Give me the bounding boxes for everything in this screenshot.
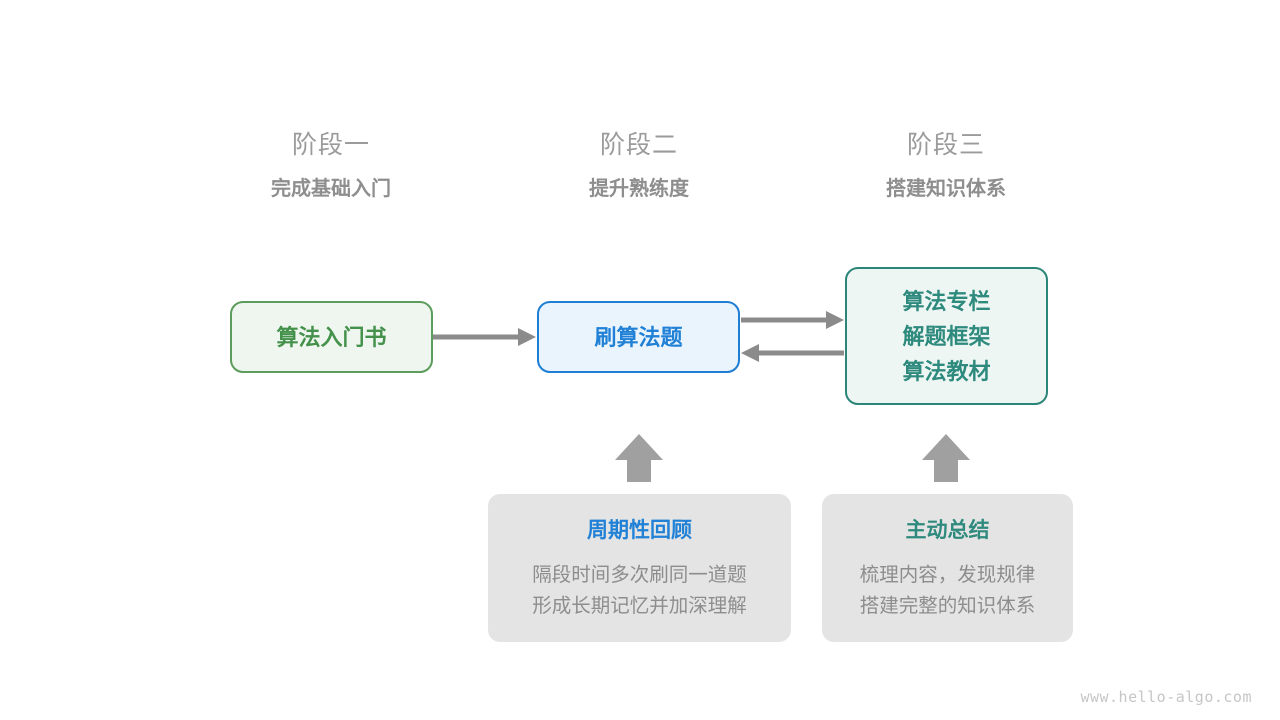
phase-column-1: 阶段一 完成基础入门: [221, 128, 441, 204]
node-knowledge-line-1: 算法专栏: [902, 288, 991, 314]
arrow-book-to-practice: [433, 328, 536, 346]
phase-2-subtitle: 提升熟练度: [589, 178, 689, 200]
phase-1-title: 阶段一: [291, 131, 370, 159]
node-knowledge-line-3: 算法教材: [902, 358, 991, 384]
card-active-summary[interactable]: 主动总结 梳理内容，发现规律 搭建完整的知识体系: [822, 494, 1073, 642]
phase-column-2: 阶段二 提升熟练度: [529, 128, 749, 204]
phase-3-subtitle: 搭建知识体系: [886, 178, 1006, 200]
card-periodic-review-line-2: 形成长期记忆并加深理解: [532, 595, 747, 617]
node-practice-problems[interactable]: 刷算法题: [537, 301, 740, 373]
arrow-knowledge-to-practice: [741, 344, 844, 362]
card-periodic-review[interactable]: 周期性回顾 隔段时间多次刷同一道题 形成长期记忆并加深理解: [488, 494, 791, 642]
card-active-summary-title: 主动总结: [905, 519, 990, 542]
watermark-site-url: www.hello-algo.com: [1080, 688, 1252, 706]
card-periodic-review-title: 周期性回顾: [587, 519, 692, 542]
arrow-practice-to-knowledge: [741, 311, 844, 329]
arrow-review-to-practice: [615, 434, 663, 482]
node-algorithm-intro-book-label: 算法入门书: [276, 324, 387, 350]
phase-2-title: 阶段二: [599, 131, 678, 159]
card-periodic-review-line-1: 隔段时间多次刷同一道题: [532, 564, 747, 586]
card-active-summary-line-2: 搭建完整的知识体系: [859, 595, 1036, 617]
node-practice-problems-label: 刷算法题: [594, 324, 683, 350]
phase-column-3: 阶段三 搭建知识体系: [836, 128, 1056, 204]
phase-3-title: 阶段三: [906, 131, 985, 159]
node-knowledge-line-2: 解题框架: [902, 323, 991, 349]
phase-1-subtitle: 完成基础入门: [271, 178, 391, 200]
arrow-summary-to-knowledge: [922, 434, 970, 482]
node-knowledge-resources[interactable]: 算法专栏 解题框架 算法教材: [845, 267, 1048, 405]
card-active-summary-line-1: 梳理内容，发现规律: [859, 564, 1036, 586]
node-algorithm-intro-book[interactable]: 算法入门书: [230, 301, 433, 373]
